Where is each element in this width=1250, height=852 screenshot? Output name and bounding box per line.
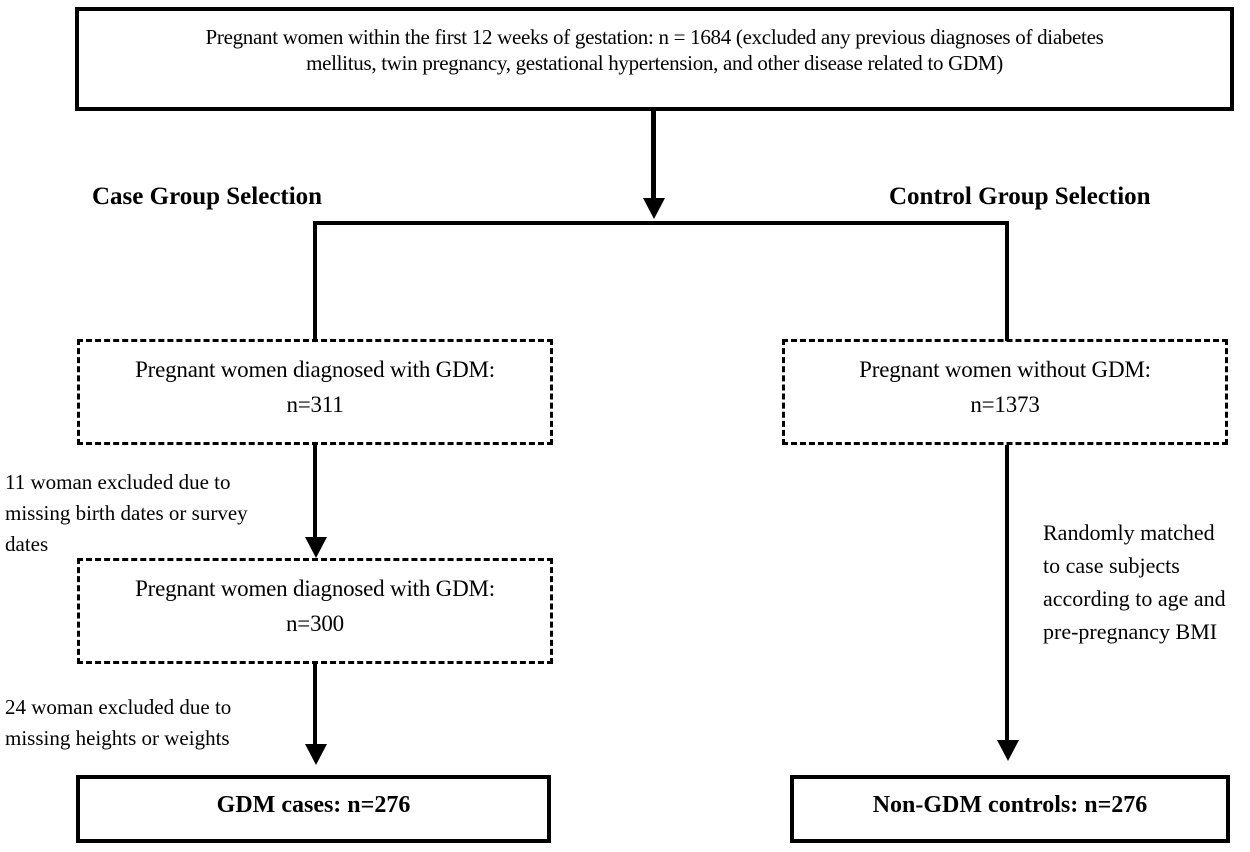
exclusion-note-birth-dates: 11 woman excluded due to missing birth d… [5,467,248,560]
case-box-n311: Pregnant women diagnosed with GDM: n=311 [77,339,553,445]
matching-note-line3: according to age and [1043,586,1226,611]
matching-note-line4: pre-pregnancy BMI [1043,619,1218,644]
gdm-cases-box: GDM cases: n=276 [76,775,551,843]
gdm-cases-box-text: GDM cases: n=276 [216,792,411,818]
exclusion-note-birth-dates-line2: missing birth dates or survey [5,501,248,525]
enrollment-box-text-line1: Pregnant women within the first 12 weeks… [205,25,1104,49]
case-box-n300: Pregnant women diagnosed with GDM: n=300 [77,558,553,664]
connector-line-center [651,111,656,200]
case-box-n311-text-line1: Pregnant women diagnosed with GDM: [135,357,495,382]
case-group-selection-label: Case Group Selection [92,183,323,210]
connector-line-control [1005,445,1009,742]
exclusion-note-heights-weights-line1: 24 woman excluded due to [5,695,232,719]
connector-line-case-1 [313,445,317,539]
connector-line-case-drop [313,221,317,341]
exclusion-note-heights-weights: 24 woman excluded due to missing heights… [5,692,231,754]
case-box-n300-text-line2: n=300 [286,611,344,636]
control-box-n1373: Pregnant women without GDM: n=1373 [782,339,1228,445]
connector-line-control-drop [1005,221,1009,341]
control-box-n1373-text-line2: n=1373 [970,392,1040,417]
exclusion-note-birth-dates-line3: dates [5,532,49,556]
exclusion-note-birth-dates-line1: 11 woman excluded due to [5,470,231,494]
matching-note-line2: to case subjects [1043,553,1180,578]
arrowhead-case-2 [305,744,327,765]
case-box-n311-text-line2: n=311 [286,392,344,417]
arrowhead-control [997,740,1019,761]
matching-note: Randomly matched to case subjects accord… [1043,516,1226,648]
connector-line-split [313,221,1009,225]
arrowhead-case-1 [305,537,327,558]
control-group-selection-label: Control Group Selection [889,183,1151,210]
enrollment-box: Pregnant women within the first 12 weeks… [75,7,1234,111]
arrowhead-center [643,198,665,219]
enrollment-box-text-line2: mellitus, twin pregnancy, gestational hy… [306,51,1003,75]
control-box-n1373-text-line1: Pregnant women without GDM: [859,357,1151,382]
non-gdm-controls-box-text: Non-GDM controls: n=276 [872,792,1148,818]
non-gdm-controls-box: Non-GDM controls: n=276 [790,775,1230,843]
case-box-n300-text-line1: Pregnant women diagnosed with GDM: [135,576,495,601]
matching-note-line1: Randomly matched [1043,520,1215,545]
exclusion-note-heights-weights-line2: missing heights or weights [5,726,230,750]
connector-line-case-2 [313,664,317,746]
